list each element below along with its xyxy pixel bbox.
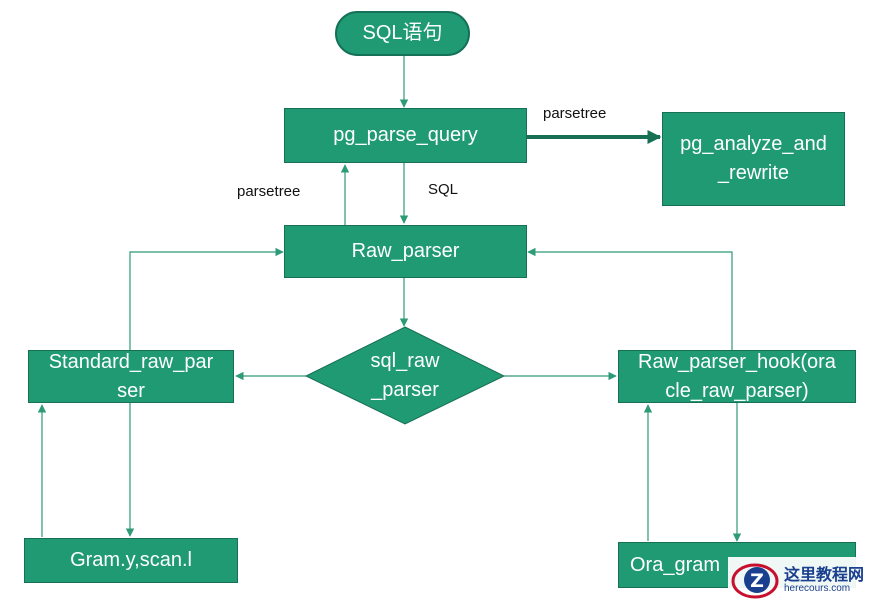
- site-logo-icon: Z: [731, 563, 779, 599]
- gram-scan-node: Gram.y,scan.l: [24, 538, 238, 583]
- svg-text:Z: Z: [750, 570, 764, 592]
- start-node: SQL语句: [335, 11, 470, 56]
- pg-analyze-and-rewrite-node: pg_analyze_and _rewrite: [662, 112, 845, 206]
- pg-parse-query-node: pg_parse_query: [284, 108, 527, 163]
- sql-raw-parser-decision: sql_raw _parser: [370, 350, 440, 401]
- standard-raw-parser-node: Standard_raw_par ser: [28, 350, 234, 403]
- edge-label-parsetree-right: parsetree: [543, 105, 607, 122]
- ora-gram-label: Ora_gram: [630, 553, 721, 576]
- raw-parser-hook-node: Raw_parser_hook(ora cle_raw_parser): [618, 350, 856, 403]
- site-watermark: Z 这里教程网 herecours.com: [728, 557, 875, 602]
- decision-diamond-shape: [304, 326, 506, 425]
- edge-label-sql: SQL: [428, 181, 459, 198]
- edge-label-parsetree-up: parsetree: [237, 183, 301, 200]
- watermark-title: 这里教程网: [784, 565, 865, 584]
- raw-parser-node: Raw_parser: [284, 225, 527, 278]
- edge-hook-to-raw: [527, 247, 733, 350]
- edge-standard-to-raw: [129, 247, 284, 350]
- watermark-url: herecours.com: [784, 583, 851, 594]
